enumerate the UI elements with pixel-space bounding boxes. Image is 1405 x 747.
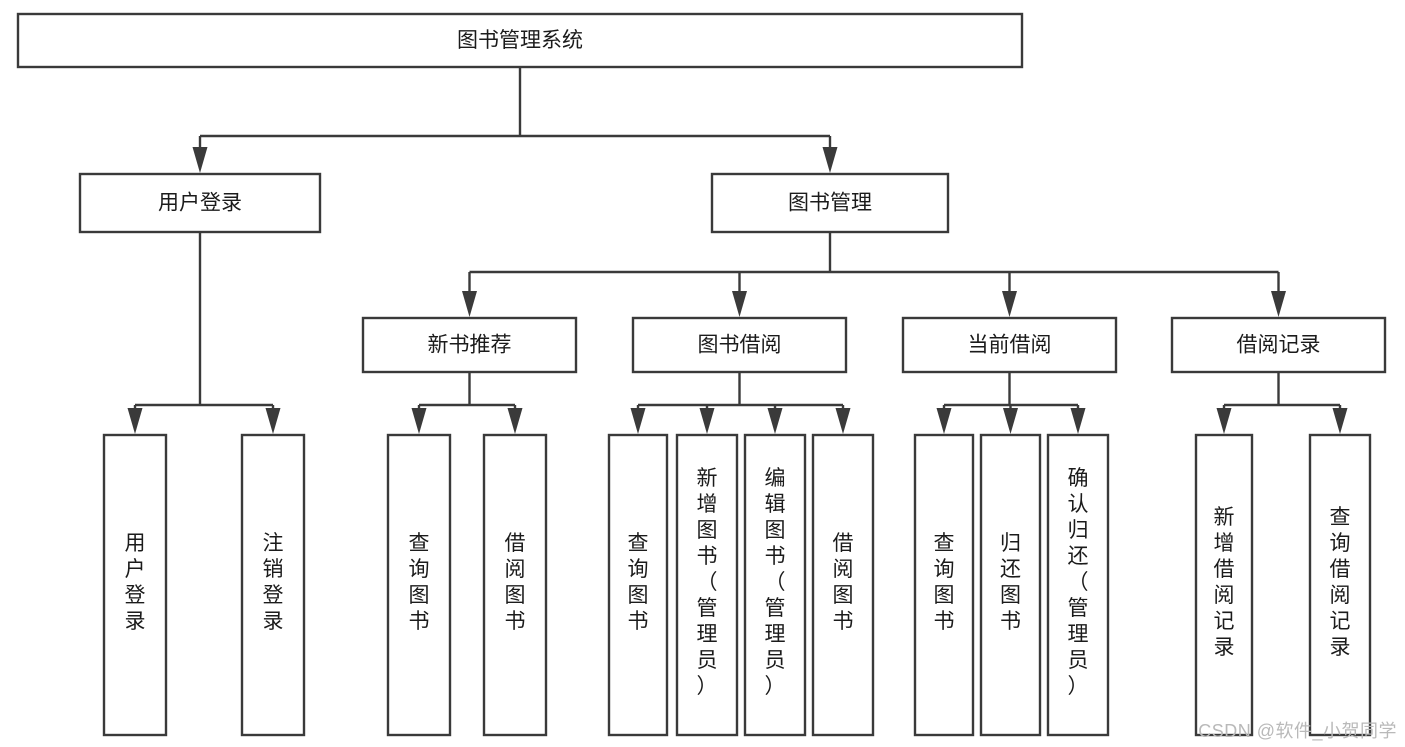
node-label: 确认归还（管理员）	[1068, 467, 1089, 698]
node-leaf-cb-confirm[interactable]: 确认归还（管理员）	[1046, 433, 1110, 737]
arrow-head-icon	[630, 408, 646, 434]
arrow-head-icon	[1003, 408, 1018, 434]
arrow-head-icon	[127, 408, 143, 434]
node-box	[913, 433, 975, 737]
node-label: 注销登录	[263, 532, 284, 633]
node-box	[240, 433, 306, 737]
node-box	[78, 172, 322, 234]
node-box	[743, 433, 807, 737]
node-label: 图书借阅	[698, 334, 782, 357]
node-leaf-rc-query[interactable]: 查询借阅记录	[1308, 433, 1372, 737]
node-label: 图书管理系统	[457, 29, 583, 52]
node-label: 借阅记录	[1237, 334, 1321, 357]
node-box	[607, 433, 669, 737]
node-box	[1046, 433, 1110, 737]
node-box	[1170, 316, 1387, 374]
node-leaf-rc-add[interactable]: 新增借阅记录	[1194, 433, 1254, 737]
arrow-head-icon	[265, 408, 281, 434]
node-leaf-bb-add[interactable]: 新增图书（管理员）	[675, 433, 739, 737]
node-label: 图书管理	[788, 192, 872, 215]
node-leaf-cb-query[interactable]: 查询图书	[913, 433, 975, 737]
node-l2-user-login[interactable]: 用户登录	[78, 172, 322, 234]
csdn-watermark: CSDN @软件_小贺同学	[1198, 721, 1397, 741]
arrow-head-icon	[699, 408, 715, 434]
arrow-head-icon	[507, 408, 523, 434]
node-box	[901, 316, 1118, 374]
arrow-head-icon	[1070, 408, 1086, 434]
node-root[interactable]: 图书管理系统	[16, 12, 1024, 69]
node-label: 查询图书	[628, 532, 649, 633]
node-box	[710, 172, 950, 234]
arrow-head-icon	[1216, 408, 1232, 434]
node-leaf-user-login[interactable]: 用户登录	[102, 433, 168, 737]
arrow-head-icon	[192, 147, 208, 173]
node-box	[979, 433, 1042, 737]
node-leaf-nb-query[interactable]: 查询图书	[386, 433, 452, 737]
node-l3-new-book[interactable]: 新书推荐	[361, 316, 578, 374]
node-box	[1194, 433, 1254, 737]
arrow-head-icon	[462, 291, 477, 317]
node-leaf-bb-borrow[interactable]: 借阅图书	[811, 433, 875, 737]
node-label: 查询借阅记录	[1330, 506, 1351, 659]
arrow-head-icon	[822, 147, 838, 173]
node-box	[1308, 433, 1372, 737]
node-label: 查询图书	[934, 532, 955, 633]
arrow-head-icon	[732, 291, 747, 317]
node-label: 归还图书	[1000, 532, 1021, 633]
node-box	[675, 433, 739, 737]
node-label: 查询图书	[409, 532, 430, 633]
node-label: 当前借阅	[968, 334, 1052, 357]
node-label: 新书推荐	[428, 334, 512, 357]
arrow-head-icon	[1002, 291, 1017, 317]
node-leaf-user-logout[interactable]: 注销登录	[240, 433, 306, 737]
arrow-head-icon	[1271, 291, 1286, 317]
node-l2-book-manage[interactable]: 图书管理	[710, 172, 950, 234]
arrow-head-icon	[411, 408, 427, 434]
node-leaf-cb-return[interactable]: 归还图书	[979, 433, 1042, 737]
node-box	[631, 316, 848, 374]
node-box	[102, 433, 168, 737]
node-label: 借阅图书	[505, 532, 526, 633]
node-label: 用户登录	[158, 192, 242, 215]
node-leaf-nb-borrow[interactable]: 借阅图书	[482, 433, 548, 737]
node-layer: 图书管理系统用户登录图书管理新书推荐图书借阅当前借阅借阅记录用户登录注销登录查询…	[16, 12, 1387, 737]
arrow-head-icon	[835, 408, 851, 434]
node-leaf-bb-query[interactable]: 查询图书	[607, 433, 669, 737]
node-label: 新增借阅记录	[1214, 506, 1235, 659]
node-box	[16, 12, 1024, 69]
arrow-head-icon	[1332, 408, 1348, 434]
node-l3-current[interactable]: 当前借阅	[901, 316, 1118, 374]
node-label: 用户登录	[125, 532, 146, 633]
arrow-head-icon	[936, 408, 952, 434]
node-box	[482, 433, 548, 737]
arrow-head-icon	[767, 408, 783, 434]
node-box	[361, 316, 578, 374]
node-l3-borrow[interactable]: 图书借阅	[631, 316, 848, 374]
node-leaf-bb-edit[interactable]: 编辑图书（管理员）	[743, 433, 807, 737]
node-label: 借阅图书	[833, 532, 854, 633]
edge-layer	[127, 67, 1348, 434]
node-label: 编辑图书（管理员）	[765, 467, 786, 698]
node-label: 新增图书（管理员）	[697, 467, 718, 698]
node-box	[811, 433, 875, 737]
node-l3-record[interactable]: 借阅记录	[1170, 316, 1387, 374]
node-box	[386, 433, 452, 737]
